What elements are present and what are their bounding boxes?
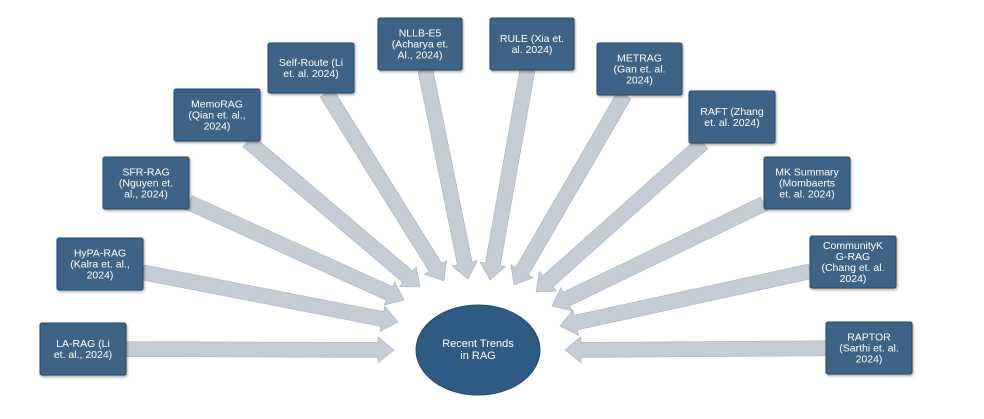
node-box-mk-summary (763, 156, 851, 210)
node-label-sfr-rag: (Nguyen et. (119, 178, 173, 190)
node-label-communitykg-rag: 2024) (840, 273, 867, 285)
node-box-self-route (267, 42, 355, 94)
node-label-mk-summary: et. al. 2024) (779, 189, 834, 201)
node-label-metrag: (Gan et. al. (614, 64, 666, 76)
node-box-metrag (596, 42, 683, 96)
arrow-rule (479, 68, 536, 281)
arrows-layer (125, 68, 827, 364)
arrow-nllb-e5 (417, 68, 479, 280)
node-label-metrag: 2024) (626, 75, 653, 87)
node-label-self-route: Self-Route (Li (279, 57, 343, 69)
node-memorag: MemoRAG(Qian et. al.,2024) (173, 88, 261, 142)
arrow-hypa-rag (141, 264, 399, 333)
node-label-raptor: 2024) (856, 354, 883, 366)
center-label: Recent Trends (442, 338, 514, 350)
node-box-memorag (173, 88, 261, 142)
node-label-hypa-rag: (Kalra et. al., (70, 259, 130, 271)
node-box-la-rag (39, 322, 127, 376)
arrow-raptor (564, 336, 827, 364)
node-box-raptor (825, 321, 913, 375)
node-label-la-rag: et. al., 2024) (54, 349, 112, 361)
arrow-sfr-rag (185, 195, 405, 306)
node-label-nllb-e5: Al., 2024) (398, 50, 443, 62)
node-rule: RULE (Xia et.al. 2024) (489, 17, 575, 71)
node-label-memorag: 2024) (204, 121, 231, 133)
center-ellipse (415, 304, 541, 396)
arrow-self-route (319, 88, 447, 282)
node-metrag: METRAG(Gan et. al.2024) (596, 42, 683, 96)
node-box-hypa-rag (56, 237, 144, 291)
node-label-raft: RAFT (Zhang (700, 106, 764, 118)
arrow-communitykg-rag (559, 263, 812, 336)
node-label-hypa-rag: HyPA-RAG (74, 248, 126, 260)
arrow-la-rag (125, 336, 395, 364)
node-label-rule: RULE (Xia et. (500, 33, 564, 45)
node-label-metrag: METRAG (617, 53, 662, 65)
node-label-raptor: (Sarthi et. al. (839, 343, 899, 355)
node-raptor: RAPTOR(Sarthi et. al.2024) (825, 321, 913, 375)
node-label-nllb-e5: (Acharya et. (392, 39, 449, 51)
node-box-communitykg-rag (809, 235, 897, 289)
node-box-sfr-rag (102, 156, 190, 210)
node-label-memorag: MemoRAG (191, 99, 243, 111)
node-label-memorag: (Qian et. al., (188, 110, 245, 122)
node-label-communitykg-rag: (Chang et. al. (821, 262, 884, 274)
node-label-raptor: RAPTOR (847, 332, 891, 344)
node-label-mk-summary: (Mombaerts (779, 178, 835, 190)
node-label-nllb-e5: NLLB-E5 (399, 28, 442, 40)
arrow-raft (535, 136, 709, 293)
node-label-mk-summary: MK Summary (775, 167, 839, 179)
node-label-sfr-rag: SFR-RAG (122, 167, 169, 179)
node-label-communitykg-rag: CommunityK (823, 240, 883, 252)
node-nllb-e5: NLLB-E5(Acharya et.Al., 2024) (377, 17, 463, 71)
node-sfr-rag: SFR-RAG(Nguyen et.al., 2024) (102, 156, 190, 210)
node-label-self-route: et. al. 2024) (283, 68, 338, 80)
node-label-rule: al. 2024) (512, 44, 553, 56)
node-label-hypa-rag: 2024) (87, 270, 114, 282)
arrow-memorag (242, 134, 421, 288)
node-label-raft: et. al. 2024) (704, 117, 759, 129)
node-box-nllb-e5 (377, 17, 463, 71)
arrow-mk-summary (551, 196, 768, 312)
node-label-communitykg-rag: G-RAG (836, 251, 870, 263)
arrow-metrag (510, 90, 632, 286)
node-box-raft (688, 90, 776, 144)
center-label: in RAG (460, 350, 495, 362)
node-label-la-rag: LA-RAG (Li (56, 338, 110, 350)
node-hypa-rag: HyPA-RAG(Kalra et. al.,2024) (56, 237, 144, 291)
node-label-sfr-rag: al., 2024) (124, 189, 168, 201)
node-box-rule (489, 17, 575, 71)
